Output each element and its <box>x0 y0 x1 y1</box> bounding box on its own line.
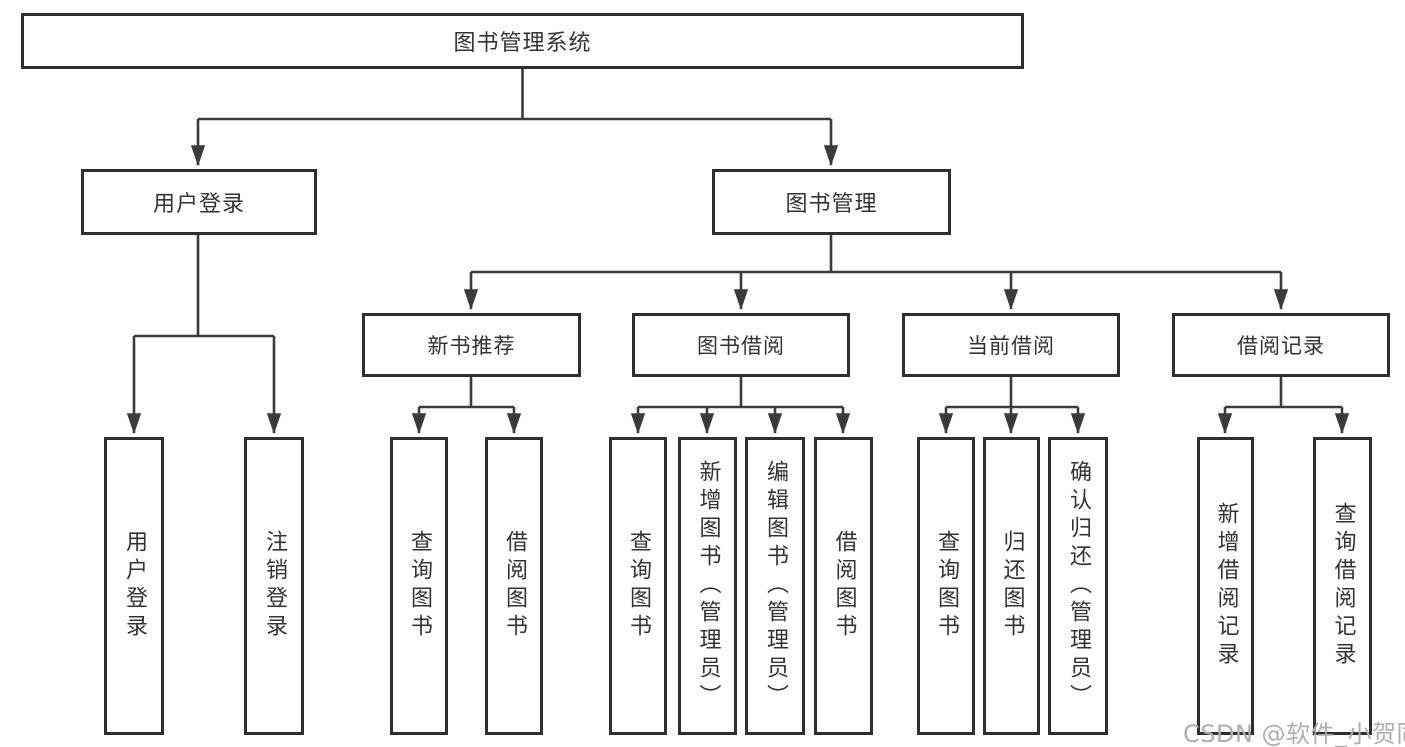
node-root-system: 图书管理系统 <box>21 13 1024 69</box>
leaf-query-books: 查询图书 <box>609 437 667 735</box>
node-user-login: 用户登录 <box>81 169 317 235</box>
leaf-add-borrow-record: 新增借阅记录 <box>1197 437 1254 735</box>
node-book-borrowing: 图书借阅 <box>632 313 850 377</box>
leaf-borrow-books: 借阅图书 <box>814 437 873 735</box>
leaf-edit-book-admin: 编辑图书（管理员） <box>745 437 805 735</box>
leaf-user-login: 用户登录 <box>104 437 164 735</box>
leaf-return-books: 归还图书 <box>983 437 1040 735</box>
leaf-query-books: 查询图书 <box>390 437 448 735</box>
node-current-borrowing: 当前借阅 <box>902 313 1120 377</box>
leaf-query-borrow-record: 查询借阅记录 <box>1313 437 1372 735</box>
node-book-management: 图书管理 <box>712 169 951 235</box>
leaf-confirm-return-admin: 确认归还（管理员） <box>1048 437 1108 735</box>
node-new-book-recommend: 新书推荐 <box>362 313 581 377</box>
leaf-borrow-books: 借阅图书 <box>485 437 543 735</box>
leaf-add-book-admin: 新增图书（管理员） <box>678 437 737 735</box>
node-borrowing-records: 借阅记录 <box>1172 313 1390 377</box>
leaf-logout: 注销登录 <box>244 437 304 735</box>
leaf-query-books: 查询图书 <box>917 437 975 735</box>
csdn-watermark: CSDN @软件_小贺同学 <box>1183 720 1405 747</box>
